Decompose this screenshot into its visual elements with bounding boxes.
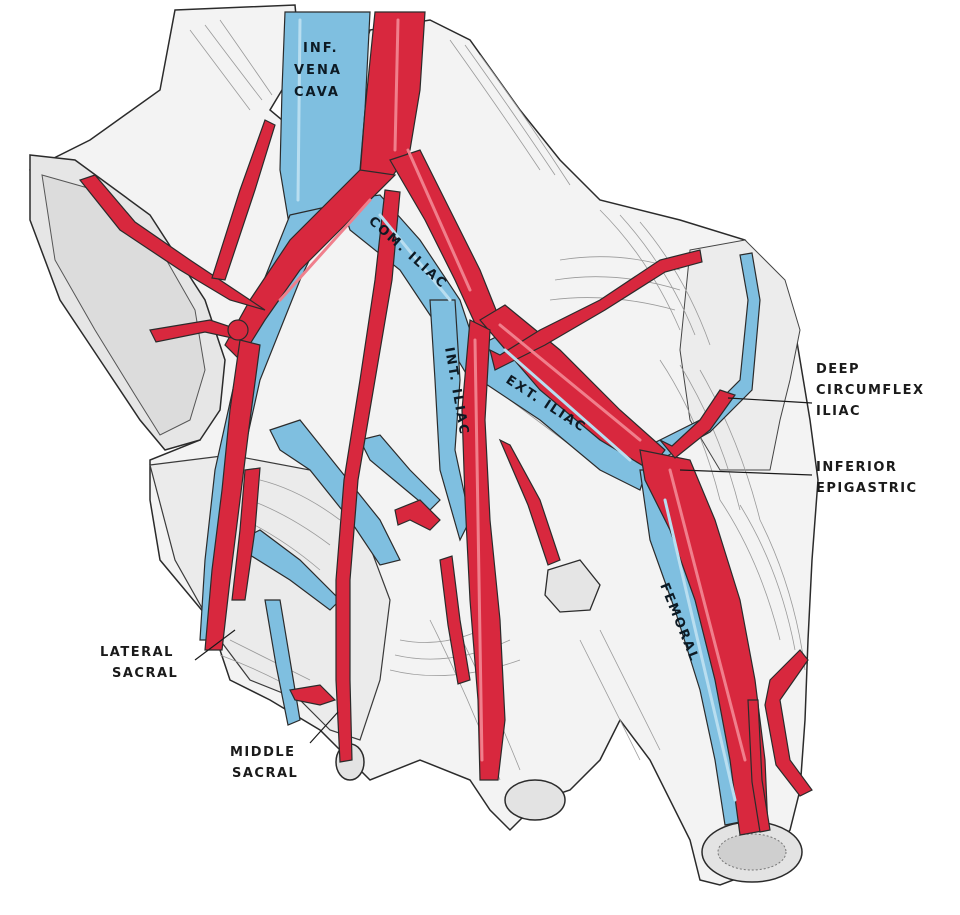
superior-gluteal-artery bbox=[489, 249, 703, 371]
pubic-bone-section bbox=[504, 779, 566, 821]
label-inf-vena-cava-line1: INF. bbox=[303, 41, 339, 56]
artery-layer bbox=[78, 11, 813, 836]
label-middle-line2: SACRAL bbox=[232, 766, 298, 781]
lateral-sacral-small bbox=[289, 684, 337, 706]
inferior-epigastric-artery bbox=[659, 389, 736, 459]
left-iliac-bifurcation-stump bbox=[227, 319, 249, 341]
obturator-artery bbox=[498, 438, 561, 566]
pelvic-vein-branch-a bbox=[359, 434, 441, 511]
label-deep-line1: DEEP bbox=[816, 362, 860, 377]
pudendal-artery-branch bbox=[439, 555, 471, 685]
vein-highlights bbox=[296, 18, 737, 802]
femoral-branch-b bbox=[747, 699, 771, 833]
vesical-artery-branch bbox=[394, 499, 441, 531]
pelvic-vein-branch-b bbox=[239, 529, 341, 611]
label-inferior-line1: INFERIOR bbox=[816, 460, 897, 475]
label-middle-line1: MIDDLE bbox=[230, 745, 296, 760]
label-lateral-line2: SACRAL bbox=[112, 666, 178, 681]
label-deep-line2: CIRCUMFLEX bbox=[816, 383, 925, 398]
femur-marrow bbox=[717, 833, 787, 871]
tissue-layer bbox=[29, 4, 819, 886]
label-deep-line3: ILIAC bbox=[816, 404, 861, 419]
middle-sacral-artery bbox=[335, 189, 401, 763]
artery-highlights bbox=[278, 18, 747, 762]
lateral-sacral-leader bbox=[194, 629, 236, 661]
leader-lines bbox=[194, 397, 813, 744]
left-internal-iliac-artery bbox=[204, 339, 261, 651]
label-inf-vena-cava-line3: CAVA bbox=[294, 85, 340, 100]
iliolumbar-artery bbox=[78, 174, 266, 311]
middle-sacral-leader bbox=[309, 711, 339, 744]
pelvic-muscle-mass bbox=[29, 4, 819, 886]
sacral-venous-plexus bbox=[269, 419, 401, 566]
iliolumbar-branch bbox=[211, 119, 276, 281]
muscle-striations bbox=[189, 19, 806, 781]
label-inferior-line2: EPIGASTRIC bbox=[816, 481, 918, 496]
callout-labels: DEEP CIRCUMFLEX ILIAC INFERIOR EPIGASTRI… bbox=[100, 362, 925, 781]
label-inf-vena-cava-line2: VENA bbox=[294, 63, 342, 78]
lateral-sacral-artery bbox=[231, 467, 261, 601]
label-lateral-line1: LATERAL bbox=[100, 645, 174, 660]
inferior-epigastric-leader bbox=[679, 469, 813, 476]
deep-circumflex-leader bbox=[727, 397, 813, 404]
femoral-branch-a bbox=[764, 649, 813, 797]
internal-iliac-artery bbox=[461, 319, 506, 781]
ischial-spine bbox=[544, 559, 601, 613]
